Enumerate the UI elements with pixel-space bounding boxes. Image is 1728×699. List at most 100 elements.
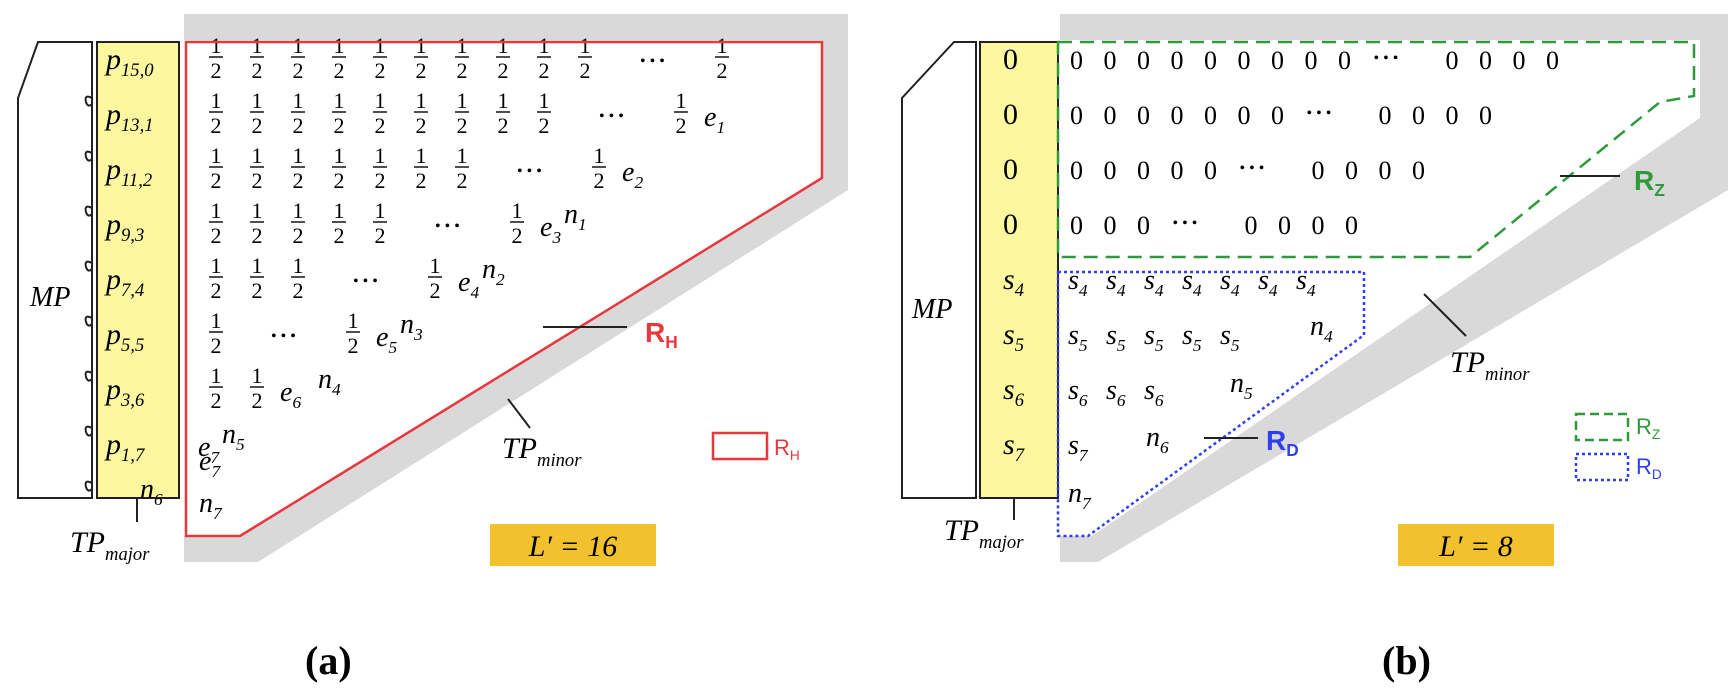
zero-cell: 0	[1171, 101, 1184, 130]
half-fraction: 12	[674, 88, 688, 138]
e-label: e4	[458, 267, 479, 302]
memory-area-b	[1060, 40, 1700, 536]
region-rh-label: RH	[645, 317, 678, 352]
zero-cell: 0	[1104, 211, 1117, 240]
legend-rd-swatch	[1574, 452, 1630, 482]
column-cell-b: 0	[1003, 98, 1018, 131]
half-fraction: 12	[291, 253, 305, 303]
fraction-numerator: 1	[416, 33, 427, 58]
column-cell-a: p13,1	[104, 98, 154, 136]
column-cell-b: s5	[1003, 318, 1024, 356]
fraction-numerator: 1	[252, 198, 263, 223]
s-cell: s7	[1068, 430, 1089, 465]
half-fraction: 12	[250, 253, 264, 303]
fraction-numerator: 1	[211, 143, 222, 168]
fraction-denominator: 2	[416, 58, 427, 83]
column-cell-a: p9,3	[104, 208, 144, 246]
fraction-denominator: 2	[457, 168, 468, 193]
n-label: n2	[482, 254, 505, 289]
fraction-numerator: 1	[211, 33, 222, 58]
half-fraction: 12	[510, 198, 524, 248]
fraction-numerator: 1	[293, 88, 304, 113]
memory-area-a	[184, 40, 822, 536]
n-label: n3	[400, 309, 423, 344]
zero-cell: 0	[1171, 156, 1184, 185]
fraction-denominator: 2	[211, 333, 222, 358]
fraction-denominator: 2	[211, 278, 222, 303]
fraction-numerator: 1	[416, 88, 427, 113]
region-rd-label: RD	[1266, 425, 1299, 460]
fraction-denominator: 2	[211, 388, 222, 413]
region-rh-outline	[184, 40, 824, 538]
fraction-numerator: 1	[457, 143, 468, 168]
connector-curl	[84, 205, 93, 217]
s-cell: s5	[1106, 320, 1126, 355]
fraction-denominator: 2	[457, 113, 468, 138]
zero-cell: 0	[1245, 211, 1258, 240]
fraction-numerator: 1	[416, 143, 427, 168]
e-label: e7	[199, 446, 221, 481]
n-label: n6	[1146, 422, 1169, 457]
column-cell-b: 0	[1003, 208, 1018, 241]
column-cell-a: p11,2	[104, 153, 152, 191]
legend-rz-swatch	[1574, 412, 1630, 442]
half-fraction: 12	[537, 33, 551, 83]
fraction-denominator: 2	[498, 113, 509, 138]
half-fraction: 12	[209, 33, 223, 83]
n-label: n7	[1068, 478, 1092, 513]
column-cell-a: p5,5	[104, 318, 144, 356]
fraction-numerator: 1	[539, 33, 550, 58]
half-fraction: 12	[332, 198, 346, 248]
fraction-denominator: 2	[334, 223, 345, 248]
n-label: n4	[318, 364, 341, 399]
ellipsis-dots: • • •	[599, 108, 624, 125]
fraction-numerator: 1	[348, 308, 359, 333]
s-cell: s4	[1182, 265, 1202, 300]
fraction-numerator: 1	[512, 198, 523, 223]
badge-a-text: L′ = 16	[528, 530, 618, 563]
e-label: e6	[280, 377, 301, 412]
fraction-denominator: 2	[252, 168, 263, 193]
half-fraction: 12	[209, 143, 223, 193]
fraction-denominator: 2	[717, 58, 728, 83]
s-cell: s4	[1258, 265, 1278, 300]
half-fraction: 12	[455, 143, 469, 193]
s-cell: s6	[1068, 375, 1088, 410]
n-label: n5	[1230, 368, 1253, 403]
fraction-denominator: 2	[334, 58, 345, 83]
tp-major-column-a	[96, 41, 180, 499]
mp-label-b: MP	[911, 294, 952, 325]
fraction-denominator: 2	[348, 333, 359, 358]
legend-rz-label: RZ	[1636, 414, 1660, 442]
fraction-denominator: 2	[375, 58, 386, 83]
connector-curl	[84, 150, 93, 162]
half-fraction: 12	[209, 253, 223, 303]
n-label: n4	[1310, 311, 1333, 346]
s-cell: s5	[1068, 320, 1088, 355]
zero-cell: 0	[1513, 46, 1526, 75]
ellipsis-dots: • • •	[517, 163, 542, 180]
fraction-denominator: 2	[252, 58, 263, 83]
zero-cell: 0	[1479, 46, 1492, 75]
zero-cell: 0	[1070, 211, 1083, 240]
fraction-numerator: 1	[457, 33, 468, 58]
fraction-denominator: 2	[375, 113, 386, 138]
fraction-numerator: 1	[334, 33, 345, 58]
fraction-denominator: 2	[457, 58, 468, 83]
zero-cell: 0	[1137, 46, 1150, 75]
tp-minor-label-a: TPminor	[502, 432, 582, 471]
connector-curl	[84, 315, 93, 327]
half-fraction: 12	[209, 308, 223, 358]
connector-curl	[84, 425, 93, 437]
zero-cell: 0	[1278, 211, 1291, 240]
fraction-denominator: 2	[252, 113, 263, 138]
connector-curl	[84, 95, 93, 107]
fraction-numerator: 1	[334, 143, 345, 168]
s-cell: s6	[1144, 375, 1164, 410]
fraction-denominator: 2	[211, 58, 222, 83]
column-cell-b: s4	[1003, 263, 1024, 301]
half-fraction: 12	[291, 88, 305, 138]
